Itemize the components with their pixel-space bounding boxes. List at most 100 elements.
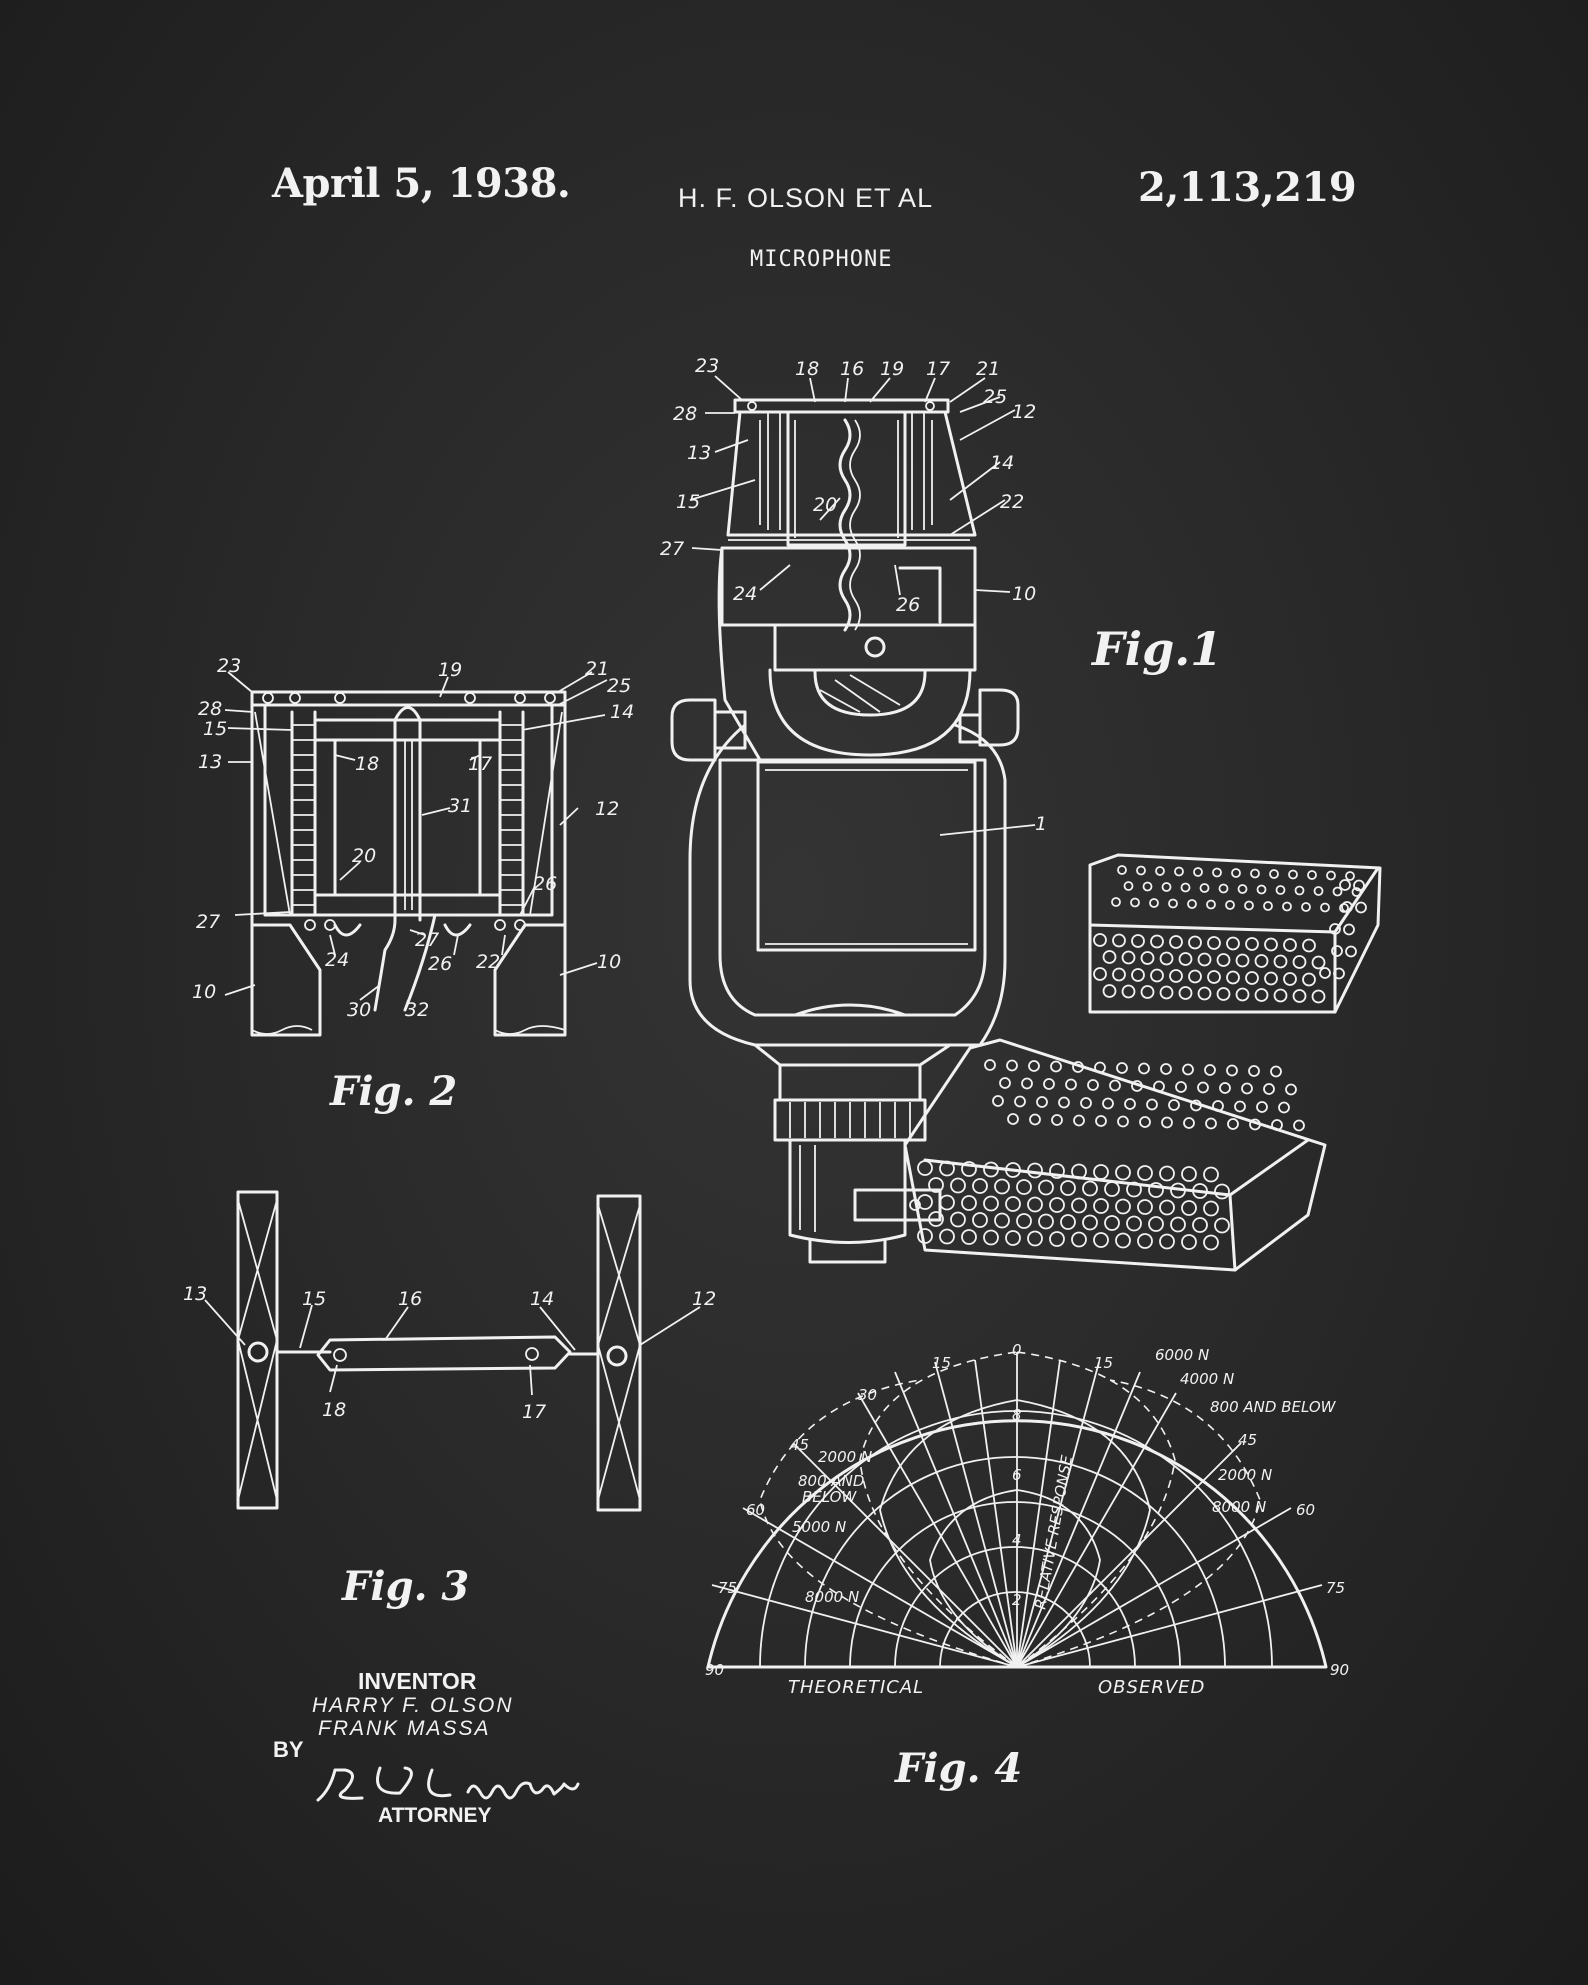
svg-text:8000 N: 8000 N (1212, 1498, 1266, 1516)
perforation-dot (1111, 897, 1121, 907)
perforation-dot (1131, 968, 1145, 982)
perforation-dot (1226, 936, 1240, 951)
perforation-dot (1049, 1163, 1065, 1179)
perforation-dot (1216, 987, 1231, 1001)
perforation-dot (1302, 972, 1316, 987)
perforation-dot (1121, 950, 1136, 965)
perforation-dot (1115, 1232, 1131, 1249)
perforation-dot (1006, 1059, 1018, 1072)
perforation-dot (1237, 884, 1248, 894)
perforation-dot (1155, 866, 1165, 876)
perforation-dot (1283, 972, 1297, 986)
svg-text:BELOW: BELOW (802, 1488, 857, 1506)
inventor-heading: INVENTOR (358, 1668, 477, 1694)
perforation-dot (1264, 937, 1278, 952)
inventor-name: HARRY F. OLSON (312, 1694, 514, 1717)
perforation-dot (1071, 1163, 1087, 1180)
perforation-dot (1038, 1179, 1054, 1196)
perforation-dot (1197, 1081, 1209, 1094)
svg-text:16: 16 (840, 358, 864, 380)
perforation-dot (1005, 1162, 1021, 1178)
svg-text:6000 N: 6000 N (1155, 1346, 1209, 1364)
perforation-dot (1007, 1113, 1019, 1125)
svg-text:13: 13 (687, 442, 711, 464)
perforation-dot (1273, 954, 1288, 969)
attorney-label: ATTORNEY (378, 1804, 492, 1827)
fig2-drawing: 23 19 21 28 25 15 14 13 18 17 12 31 20 2… (192, 655, 634, 1037)
perforation-dot (1332, 886, 1343, 897)
perforation-dot (1180, 882, 1191, 893)
perforation-dot (1071, 1231, 1087, 1248)
perforation-dot (1115, 1198, 1131, 1215)
svg-text:45: 45 (790, 1436, 809, 1454)
perforation-dot (1058, 1096, 1070, 1109)
perforation-dot (1049, 1231, 1065, 1247)
perforation-dot (984, 1059, 996, 1071)
perforation-dot (1170, 1182, 1186, 1199)
perforation-dot (1060, 1214, 1076, 1230)
svg-text:18: 18 (795, 358, 819, 380)
svg-text:1: 1 (1035, 813, 1047, 835)
svg-text:8000 N: 8000 N (805, 1588, 859, 1606)
perforation-dot (1168, 898, 1178, 909)
perforation-dot (1123, 881, 1134, 891)
svg-text:19: 19 (880, 358, 904, 380)
perforation-dot (1351, 887, 1362, 897)
perforation-dot (1130, 897, 1140, 908)
perforation-dot (1292, 989, 1307, 1003)
svg-text:20: 20 (352, 845, 376, 867)
svg-text:90: 90 (705, 1661, 724, 1679)
perforation-dot (1049, 1197, 1065, 1213)
perforation-dot (1060, 1180, 1076, 1196)
perforation-dot (1051, 1114, 1063, 1126)
svg-text:24: 24 (325, 949, 349, 971)
perforation-dot (1080, 1097, 1092, 1109)
perforation-dot (1345, 871, 1355, 881)
perforation-dot (1029, 1113, 1041, 1126)
svg-text:5000 N: 5000 N (792, 1518, 846, 1536)
perforation-dot (1293, 1119, 1305, 1132)
svg-text:15: 15 (302, 1288, 326, 1310)
perforation-dot (1116, 1062, 1128, 1074)
perforation-dot (1178, 986, 1193, 1000)
svg-text:12: 12 (595, 798, 619, 820)
perforation-dot (1343, 923, 1355, 936)
perforation-dot (917, 1160, 933, 1176)
svg-text:24: 24 (733, 583, 757, 605)
svg-text:12: 12 (1012, 401, 1036, 423)
inventor-name: FRANK MASSA (318, 1717, 491, 1740)
svg-text:15: 15 (932, 1354, 951, 1372)
svg-text:14: 14 (610, 701, 634, 723)
svg-text:28: 28 (198, 698, 222, 720)
perforation-dot (1192, 1217, 1208, 1233)
perforation-dot (1285, 1083, 1297, 1096)
svg-text:60: 60 (1296, 1501, 1315, 1519)
perforation-dot (1093, 933, 1107, 947)
perforation-dot (1271, 1119, 1283, 1131)
svg-text:4: 4 (1012, 1531, 1022, 1549)
perforation-dot (1225, 900, 1235, 910)
perforation-dot (1149, 898, 1159, 908)
perforation-dot (1082, 1214, 1098, 1231)
svg-text:15: 15 (1094, 1354, 1113, 1372)
perforation-dot (1326, 870, 1336, 881)
perforation-dot (1121, 984, 1136, 999)
perforation-dot (1072, 1061, 1084, 1073)
perforation-dot (1248, 1065, 1260, 1077)
perforation-dot (1283, 938, 1297, 952)
perforation-dot (1212, 867, 1222, 878)
patent-number: 2,113,219 (1138, 164, 1357, 211)
perforation-dot (1174, 866, 1184, 877)
svg-text:13: 13 (198, 751, 222, 773)
perforation-dot (1203, 1166, 1219, 1183)
perforation-dot (1126, 1215, 1142, 1232)
perforation-dot (1159, 1233, 1175, 1250)
fig1-screen-pieces (903, 853, 1382, 1272)
perforation-dot (983, 1161, 999, 1178)
perforation-dot (1159, 1165, 1175, 1182)
fig3-label: Fig. 3 (342, 1563, 470, 1610)
attorney-signature (316, 1766, 580, 1802)
svg-text:18: 18 (355, 753, 379, 775)
perforation-dot (1112, 967, 1126, 982)
perforation-dot (1311, 955, 1326, 970)
